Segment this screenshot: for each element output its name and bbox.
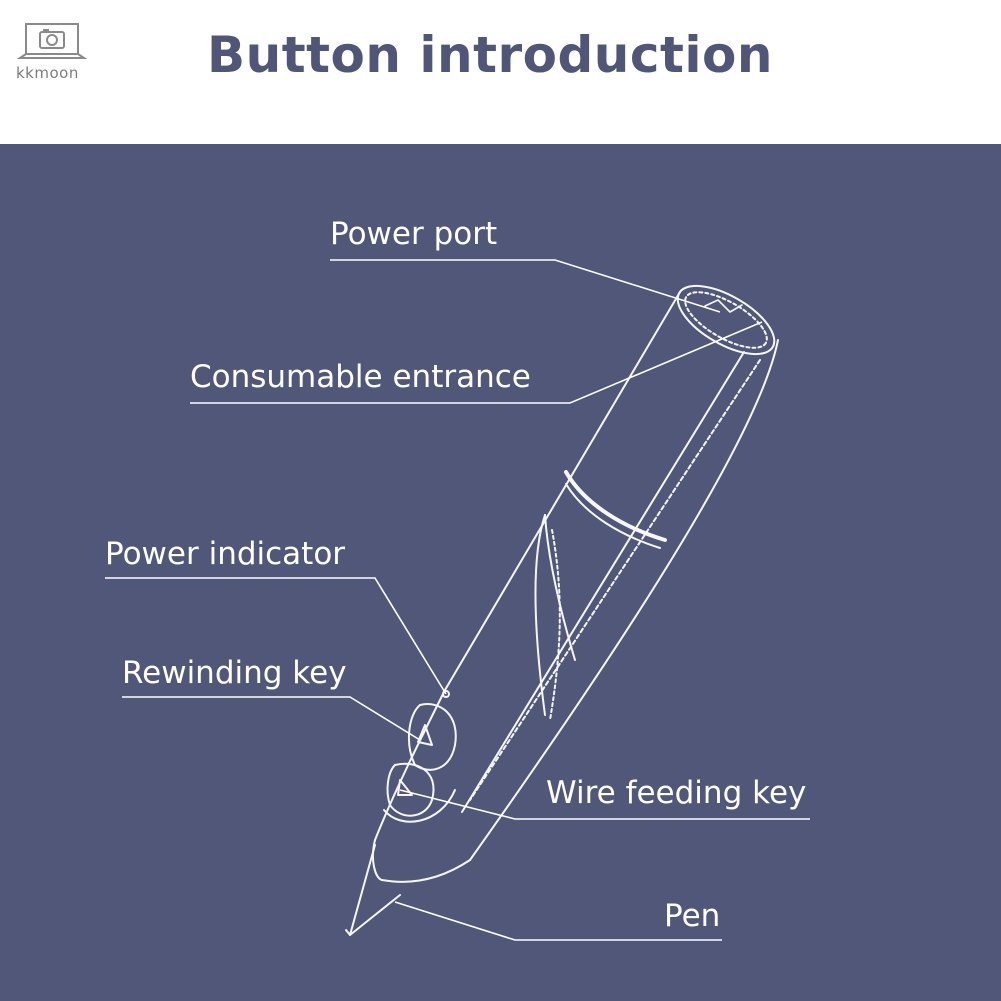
leader-power-indicator: [105, 577, 447, 695]
leader-pen: [394, 901, 722, 941]
brand-logo: kkmoon: [10, 18, 92, 88]
header: kkmoon Button introduction: [0, 0, 1001, 144]
leader-consumable-entrance: [190, 321, 763, 404]
pen-top-cap: [676, 284, 776, 356]
label-pen: Pen: [664, 898, 721, 934]
brand-logo-text: kkmoon: [16, 64, 79, 82]
label-rewinding-key: Rewinding key: [122, 655, 347, 691]
leader-rewinding-key: [122, 696, 421, 741]
label-power-indicator: Power indicator: [105, 536, 346, 572]
laptop-camera-icon: [16, 23, 88, 59]
power-indicator-dot: [442, 690, 450, 698]
wire-feeding-key-shape: [386, 762, 435, 817]
pen-grip-ring: [564, 470, 667, 542]
label-wire-feeding-key: Wire feeding key: [546, 775, 807, 811]
pen-diagram: [105, 259, 810, 941]
pen-nozzle: [349, 844, 401, 936]
leader-power-port: [330, 259, 721, 313]
rewinding-key-shape: [408, 703, 457, 771]
label-power-port: Power port: [330, 216, 498, 252]
diagram-panel: Power port Consumable entrance Power ind…: [0, 144, 1001, 1001]
leader-wire-feeding-key: [399, 789, 810, 820]
label-consumable-entrance: Consumable entrance: [190, 359, 531, 395]
pen-body-outline: [444, 291, 779, 861]
page-title: Button introduction: [206, 26, 774, 84]
